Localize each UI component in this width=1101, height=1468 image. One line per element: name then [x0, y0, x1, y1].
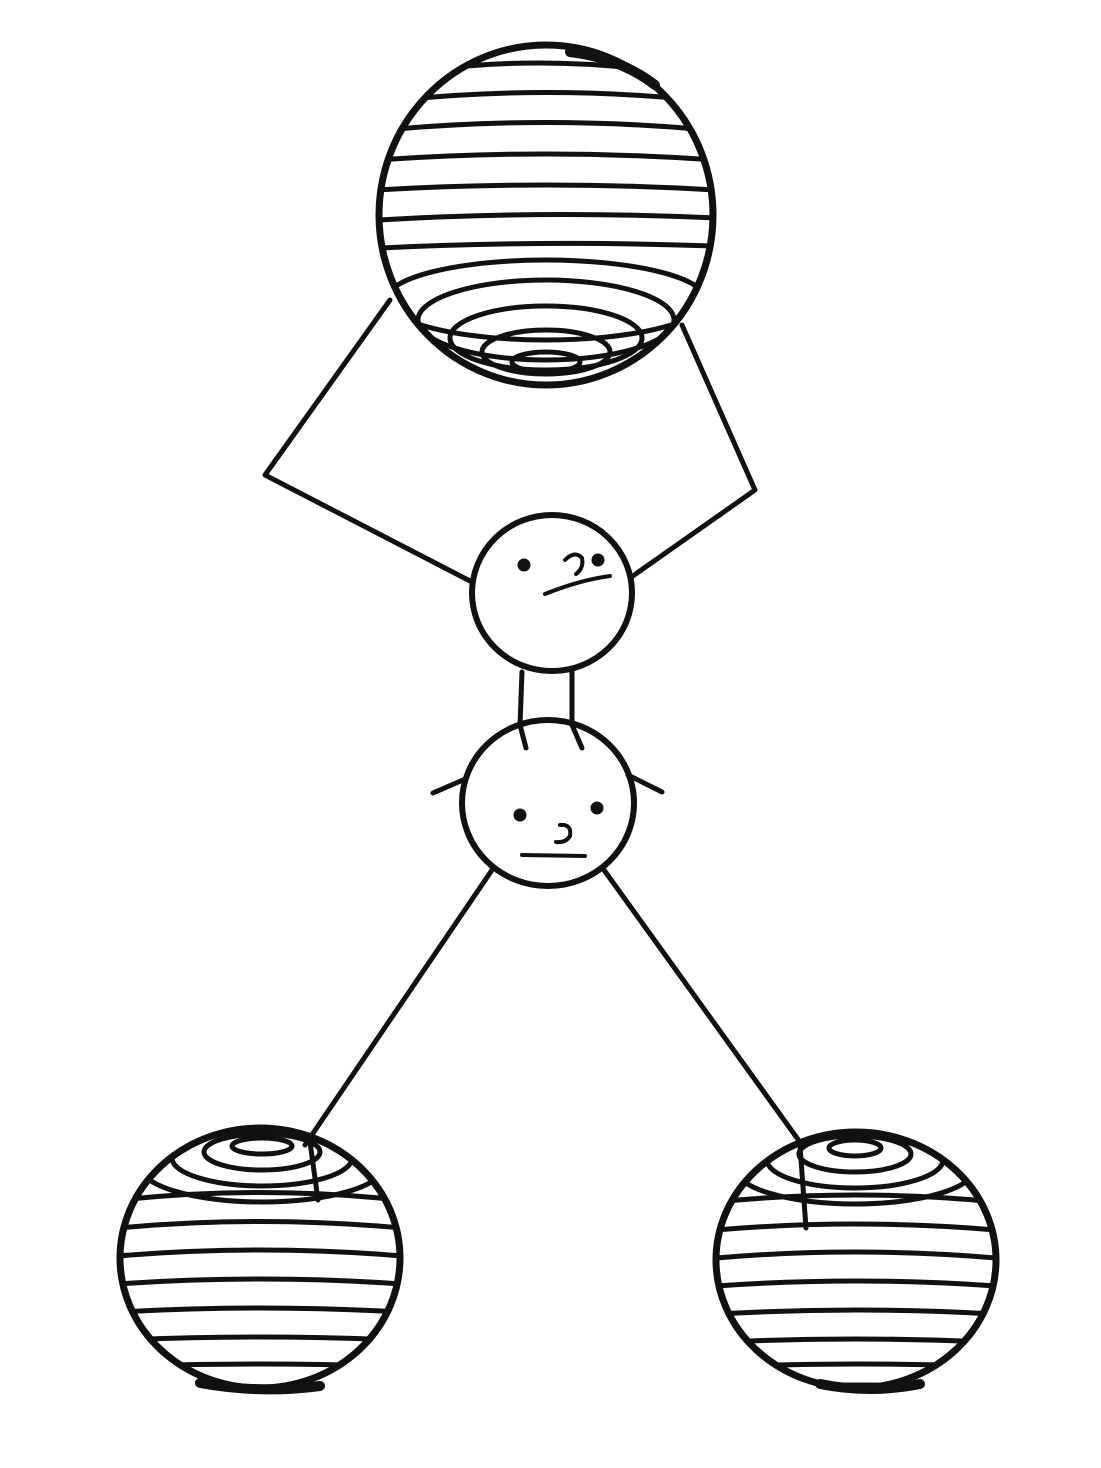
top-ball [375, 41, 717, 389]
top-figure-arms [262, 297, 758, 585]
bottom-figure-left-eye [513, 808, 527, 822]
top-ball-outline [375, 41, 717, 389]
bottom-figure-right-eye [590, 801, 604, 815]
top-figure-left-eye [517, 558, 531, 572]
bottom-figure-legs [302, 867, 805, 1148]
top-figure-right-leg [569, 669, 585, 751]
bottom-figure-right-arm [625, 772, 665, 795]
top-ball-stripes [379, 60, 713, 377]
top-figure-left-leg [517, 669, 529, 751]
bottom-figure-right-leg [601, 867, 805, 1148]
bottom-figure-left-arm [430, 777, 466, 796]
right-ball [712, 1128, 1000, 1394]
top-figure-right-arm [627, 322, 758, 581]
bottom-figure [430, 717, 665, 889]
top-figure [469, 512, 635, 751]
top-figure-mouth [543, 574, 612, 596]
bottom-figure-left-leg [302, 867, 495, 1148]
left-ball-outline [116, 1124, 404, 1392]
bottom-figure-head [459, 717, 637, 889]
top-figure-head [469, 512, 635, 674]
bottom-figure-mouth [520, 853, 587, 858]
bottom-figure-nose [554, 822, 573, 845]
top-figure-right-eye [591, 553, 605, 567]
top-figure-left-arm [262, 297, 475, 585]
left-ball [116, 1124, 404, 1395]
top-figure-nose [563, 552, 585, 576]
